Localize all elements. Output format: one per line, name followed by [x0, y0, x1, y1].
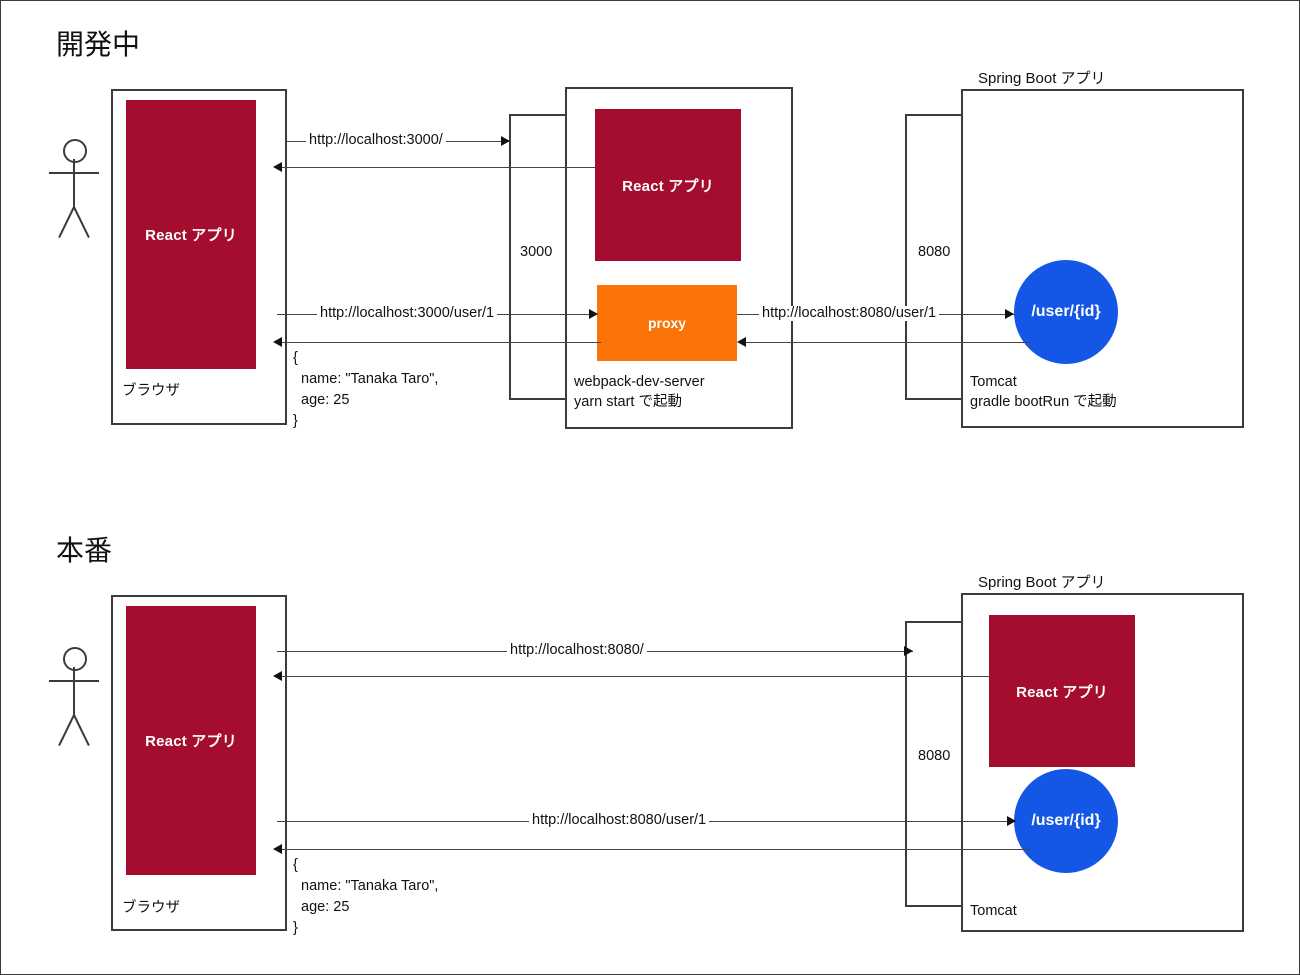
stick-figure-arms: [49, 172, 99, 174]
webpack-dev-server-caption-2: yarn start で起動: [574, 394, 682, 410]
arrow-line-springboot-to-browser-root: [277, 676, 989, 677]
arrow-head-springboot-to-proxy-response: [737, 337, 746, 347]
springboot-react-app-prod: React アプリ: [989, 615, 1135, 767]
arrow-head-browser-to-proxy-user: [589, 309, 598, 319]
springboot-title-dev: Spring Boot アプリ: [978, 70, 1106, 87]
stick-figure-leg-left: [58, 714, 75, 746]
arrow-label-proxy-to-springboot-user: http://localhost:8080/user/1: [759, 306, 940, 321]
port-8080-bracket-dev: [905, 114, 962, 400]
port-3000-label: 3000: [520, 244, 553, 260]
browser-prod-react-app-label: React アプリ: [145, 733, 237, 750]
springboot-title-prod: Spring Boot アプリ: [978, 574, 1106, 591]
section-title-dev: 開発中: [56, 29, 141, 60]
port-8080-label-dev: 8080: [918, 244, 951, 260]
arrow-head-browser-to-devserver-root: [501, 136, 510, 146]
arrow-label-browser-to-devserver-root: http://localhost:3000/: [306, 133, 446, 148]
section-title-prod: 本番: [56, 535, 113, 566]
actor-dev: [41, 139, 111, 239]
springboot-caption-dev-1: Tomcat: [970, 374, 1017, 390]
springboot-box-dev: [961, 89, 1244, 428]
response-json-dev: { name: "Tanaka Taro", age: 25 }: [293, 350, 439, 429]
devserver-react-app-label: React アプリ: [622, 177, 714, 195]
arrow-head-browser-to-springboot-user: [1007, 816, 1016, 826]
stick-figure-head: [63, 647, 87, 671]
springboot-caption-dev-2: gradle bootRun で起動: [970, 394, 1117, 410]
port-3000-bracket: [509, 114, 569, 400]
actor-prod: [41, 647, 111, 747]
springboot-endpoint-prod: /user/{id}: [1014, 769, 1118, 873]
browser-dev-react-app: React アプリ: [126, 100, 256, 369]
arrow-head-devserver-to-browser-root: [273, 162, 282, 172]
browser-dev-react-app-label: React アプリ: [145, 227, 237, 244]
arrow-line-springboot-to-proxy-response: [741, 342, 1031, 343]
springboot-caption-prod-1: Tomcat: [970, 903, 1017, 919]
springboot-react-app-label-prod: React アプリ: [1016, 683, 1108, 701]
arrow-head-proxy-to-browser-response: [273, 337, 282, 347]
arrow-label-browser-to-springboot-root: http://localhost:8080/: [507, 643, 647, 658]
stick-figure-head: [63, 139, 87, 163]
springboot-endpoint-label-prod: /user/{id}: [1031, 812, 1101, 829]
browser-prod-react-app: React アプリ: [126, 606, 256, 875]
arrow-head-springboot-to-browser-root: [273, 671, 282, 681]
arrow-line-proxy-to-browser-response: [277, 342, 601, 343]
arrow-line-springboot-to-browser-response: [277, 849, 1031, 850]
arrow-label-browser-to-proxy-user: http://localhost:3000/user/1: [317, 306, 498, 321]
stick-figure-body: [73, 159, 75, 209]
arrow-head-springboot-to-browser-response: [273, 844, 282, 854]
stick-figure-leg-right: [73, 206, 90, 238]
devserver-react-app: React アプリ: [595, 109, 741, 261]
stick-figure-leg-left: [58, 206, 75, 238]
response-json-prod: { name: "Tanaka Taro", age: 25 }: [293, 857, 439, 936]
webpack-dev-server-caption-1: webpack-dev-server: [574, 374, 705, 390]
browser-prod-caption: ブラウザ: [122, 900, 180, 916]
arrow-head-browser-to-springboot-root: [904, 646, 913, 656]
springboot-endpoint-dev: /user/{id}: [1014, 260, 1118, 364]
stick-figure-arms: [49, 680, 99, 682]
port-8080-label-prod: 8080: [918, 748, 951, 764]
springboot-endpoint-label-dev: /user/{id}: [1031, 303, 1101, 320]
proxy-box: proxy: [597, 285, 737, 361]
browser-dev-caption: ブラウザ: [122, 383, 180, 399]
proxy-label: proxy: [647, 315, 687, 331]
arrow-label-browser-to-springboot-user: http://localhost:8080/user/1: [529, 813, 710, 828]
arrow-line-devserver-to-browser-root: [277, 167, 595, 168]
port-8080-bracket-prod: [905, 621, 962, 907]
arrow-head-proxy-to-springboot-user: [1005, 309, 1014, 319]
stick-figure-leg-right: [73, 714, 90, 746]
stick-figure-body: [73, 667, 75, 717]
